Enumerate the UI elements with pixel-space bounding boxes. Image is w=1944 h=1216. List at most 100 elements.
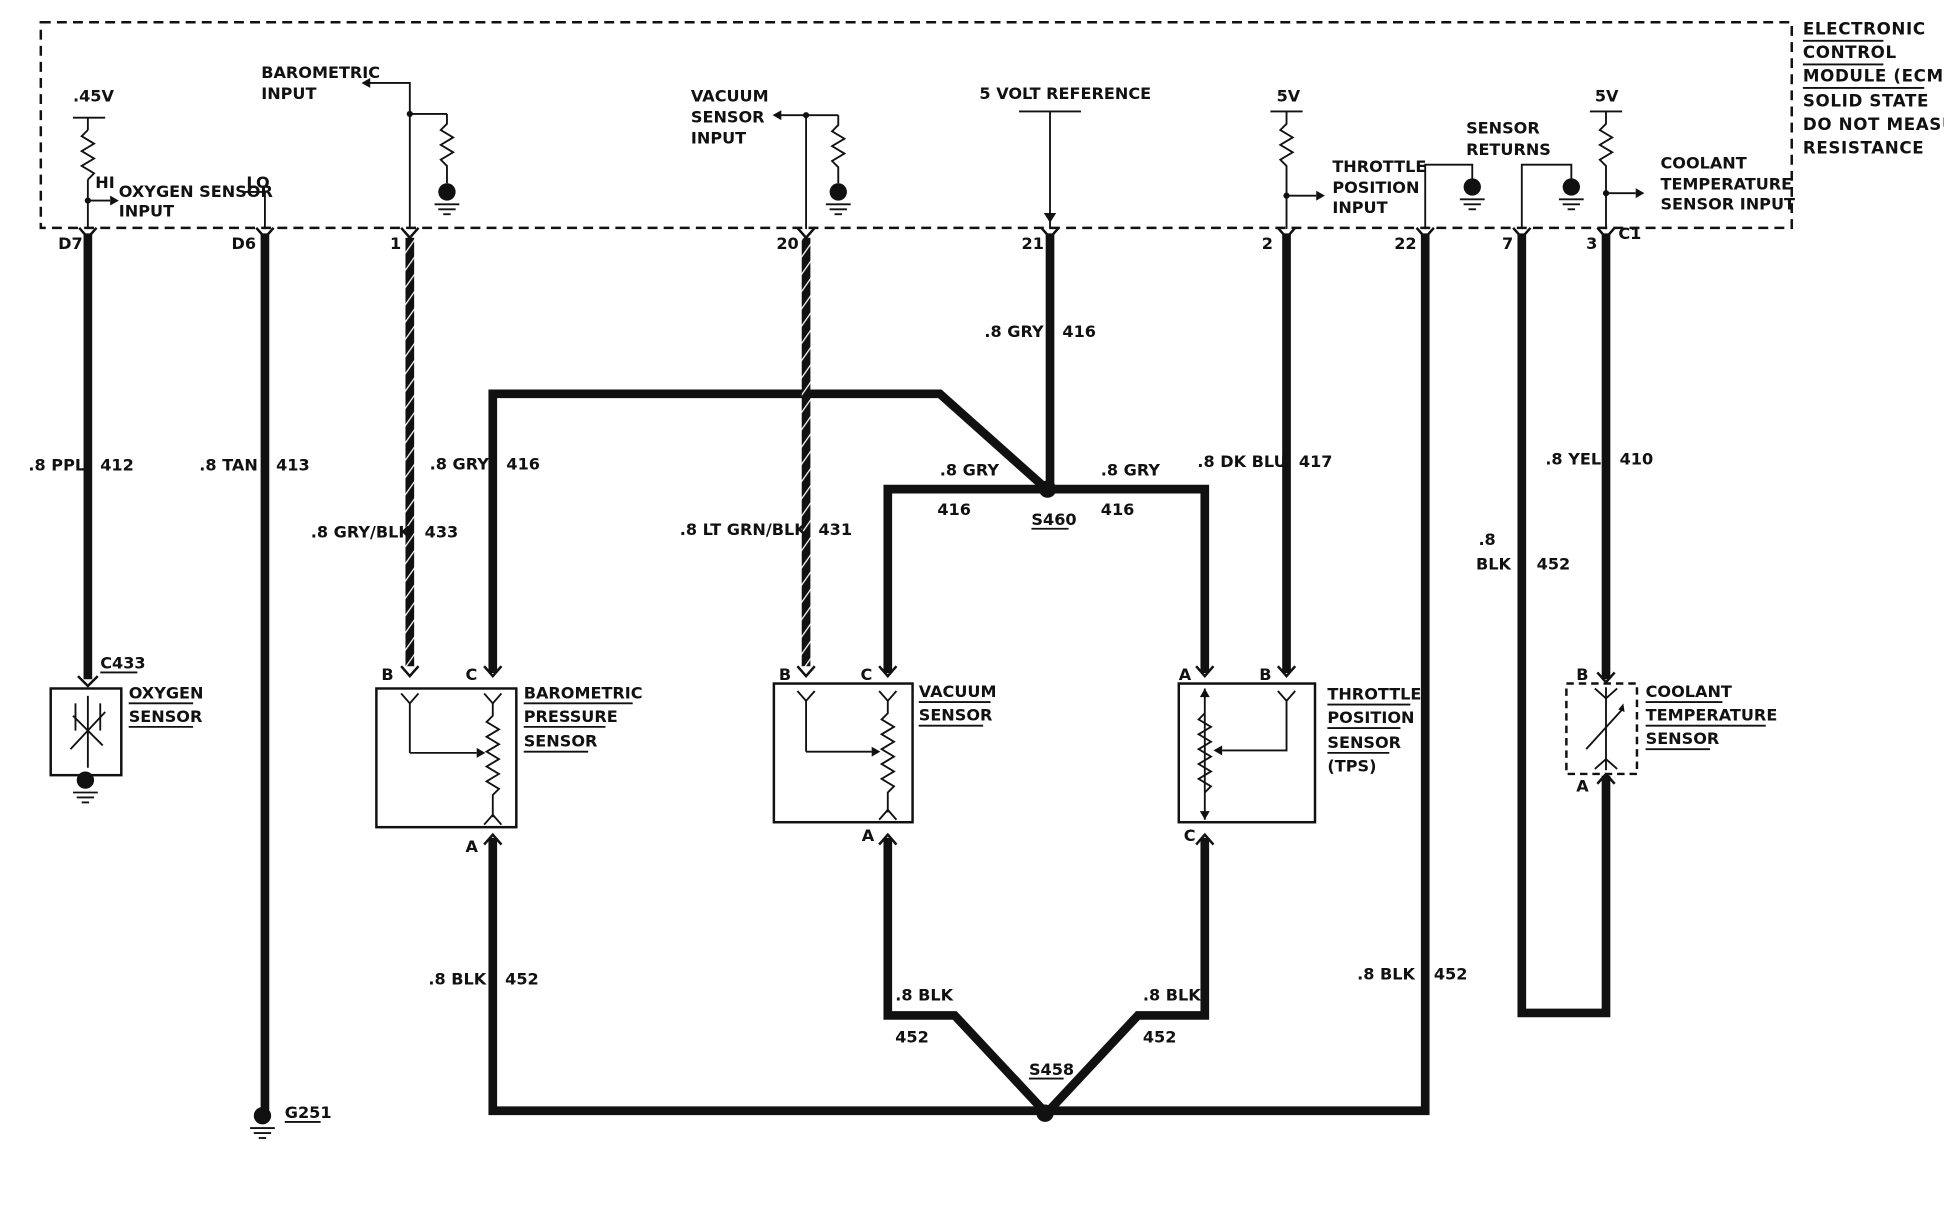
svg-text:1: 1	[390, 234, 401, 253]
svg-text:SENSOR: SENSOR	[1466, 119, 1540, 138]
wire-452-cts: .8 BLK 452	[1476, 233, 1611, 1018]
svg-text:THROTTLE: THROTTLE	[1327, 685, 1421, 704]
svg-text:.8 DK BLU: .8 DK BLU	[1197, 452, 1286, 471]
ecm-pin-chevrons	[78, 227, 1616, 240]
splice-s460: S460	[1031, 480, 1077, 530]
svg-text:20: 20	[776, 234, 798, 253]
svg-text:.8 GRY/BLK: .8 GRY/BLK	[311, 522, 412, 541]
svg-text:.8 BLK: .8 BLK	[895, 986, 953, 1005]
ecm-pin-labels: D7 D6 1 20 21 2 22 7 3 C1	[58, 224, 1641, 253]
svg-text:410: 410	[1620, 449, 1654, 468]
svg-text:SENSOR: SENSOR	[691, 108, 765, 127]
svg-text:452: 452	[895, 1028, 929, 1047]
ecm-tps-circuit: 5V THROTTLE POSITION INPUT	[1270, 87, 1426, 230]
wire-416-tps: .8 GRY 416	[1045, 461, 1210, 674]
svg-text:.8 BLK: .8 BLK	[1357, 964, 1415, 983]
svg-text:.8 GRY: .8 GRY	[984, 322, 1044, 341]
svg-text:2: 2	[1262, 234, 1273, 253]
svg-text:452: 452	[1537, 555, 1571, 574]
svg-text:VACUUM: VACUUM	[919, 682, 997, 701]
svg-text:POSITION: POSITION	[1332, 178, 1419, 197]
ecm-returns-circuit: SENSOR RETURNS	[1424, 119, 1584, 230]
wire-410: .8 YEL 410	[1545, 233, 1654, 680]
svg-text:431: 431	[818, 520, 852, 539]
svg-text:ELECTRONIC: ELECTRONIC	[1803, 19, 1926, 39]
svg-text:B: B	[1259, 665, 1271, 684]
wire-452-tps: .8 BLK 452	[1042, 837, 1210, 1117]
wire-452-vac: .8 BLK 452	[883, 837, 1050, 1117]
svg-text:INPUT: INPUT	[261, 84, 316, 103]
svg-text:RESISTANCE: RESISTANCE	[1803, 138, 1924, 158]
svg-text:SENSOR INPUT: SENSOR INPUT	[1660, 194, 1795, 213]
svg-text:5 VOLT REFERENCE: 5 VOLT REFERENCE	[979, 84, 1151, 103]
svg-text:DO NOT MEASURE: DO NOT MEASURE	[1803, 114, 1944, 134]
svg-text:(TPS): (TPS)	[1327, 756, 1376, 775]
svg-text:7: 7	[1502, 234, 1513, 253]
svg-text:.8 TAN: .8 TAN	[199, 456, 258, 475]
barometric-pressure-sensor: B C A BAROMETRIC PRESSURE SENSOR	[375, 665, 643, 856]
svg-text:TEMPERATURE: TEMPERATURE	[1660, 174, 1792, 193]
svg-text:C433: C433	[100, 654, 145, 673]
svg-text:C: C	[861, 665, 873, 684]
svg-text:433: 433	[425, 522, 459, 541]
wire-416-baro: .8 GRY 416	[430, 389, 1050, 674]
svg-text:5V: 5V	[1277, 87, 1301, 106]
wire-417: .8 DK BLU 417	[1197, 233, 1333, 674]
svg-text:5V: 5V	[1595, 87, 1619, 106]
svg-text:BAROMETRIC: BAROMETRIC	[261, 63, 380, 82]
svg-text:INPUT: INPUT	[691, 129, 746, 148]
svg-text:OXYGEN: OXYGEN	[129, 683, 204, 702]
svg-text:.8 PPL: .8 PPL	[28, 456, 85, 475]
svg-text:B: B	[779, 665, 791, 684]
svg-text:INPUT: INPUT	[1332, 198, 1387, 217]
svg-text:COOLANT: COOLANT	[1660, 153, 1746, 172]
svg-text:CONTROL: CONTROL	[1803, 42, 1897, 62]
svg-text:BAROMETRIC: BAROMETRIC	[524, 683, 643, 702]
svg-text:SENSOR: SENSOR	[919, 706, 993, 725]
svg-text:3: 3	[1586, 234, 1597, 253]
svg-text:C: C	[1184, 826, 1196, 845]
svg-text:413: 413	[276, 456, 310, 475]
svg-text:A: A	[1179, 665, 1192, 684]
ecm-o2-circuit: .45V HI OXYGEN SENSOR INPUT LO	[73, 87, 273, 230]
svg-text:.8 LT GRN/BLK: .8 LT GRN/BLK	[680, 520, 807, 539]
svg-text:POSITION: POSITION	[1327, 708, 1414, 727]
ecm-vac-circuit: VACUUM SENSOR INPUT	[691, 87, 851, 230]
svg-text:.8 YEL: .8 YEL	[1545, 449, 1601, 468]
wire-412: .8 PPL 412	[28, 233, 134, 680]
svg-text:LO: LO	[246, 173, 269, 192]
svg-text:.8 BLK: .8 BLK	[428, 969, 486, 988]
svg-text:417: 417	[1299, 452, 1333, 471]
splice-s458: S458	[1029, 1060, 1074, 1122]
svg-text:452: 452	[1143, 1028, 1177, 1047]
coolant-temperature-sensor: B A COOLANT TEMPERATURE SENSOR	[1565, 665, 1777, 795]
wire-452-baro: .8 BLK 452	[428, 837, 1049, 1116]
ecm-boundary	[39, 21, 1793, 230]
svg-text:COOLANT: COOLANT	[1646, 682, 1732, 701]
svg-text:S458: S458	[1029, 1060, 1074, 1079]
svg-text:SOLID STATE: SOLID STATE	[1803, 90, 1929, 110]
oxygen-sensor: C433 OXYGEN SENSOR	[49, 654, 204, 804]
svg-text:SENSOR: SENSOR	[129, 707, 203, 726]
svg-text:416: 416	[937, 500, 971, 519]
wire-413: .8 TAN 413	[199, 233, 310, 1111]
svg-text:B: B	[381, 665, 393, 684]
svg-text:SENSOR: SENSOR	[524, 732, 598, 751]
svg-text:A: A	[1576, 776, 1589, 795]
svg-text:416: 416	[1062, 322, 1096, 341]
svg-text:OXYGEN SENSOR: OXYGEN SENSOR	[119, 182, 274, 201]
svg-text:BLK: BLK	[1476, 555, 1511, 574]
ecm-vref-circuit: 5 VOLT REFERENCE	[979, 84, 1151, 230]
svg-text:SENSOR: SENSOR	[1646, 729, 1720, 748]
svg-text:VACUUM: VACUUM	[691, 87, 769, 106]
svg-text:.8: .8	[1478, 530, 1495, 549]
svg-text:22: 22	[1394, 234, 1416, 253]
svg-text:452: 452	[1434, 964, 1468, 983]
svg-text:D7: D7	[58, 234, 83, 253]
wire-416-vref: .8 GRY 416	[984, 233, 1096, 491]
wire-433: .8 GRY/BLK 433	[311, 237, 459, 667]
svg-text:INPUT: INPUT	[119, 202, 174, 221]
svg-text:PRESSURE: PRESSURE	[524, 707, 618, 726]
svg-text:MODULE (ECM): MODULE (ECM)	[1803, 66, 1944, 86]
